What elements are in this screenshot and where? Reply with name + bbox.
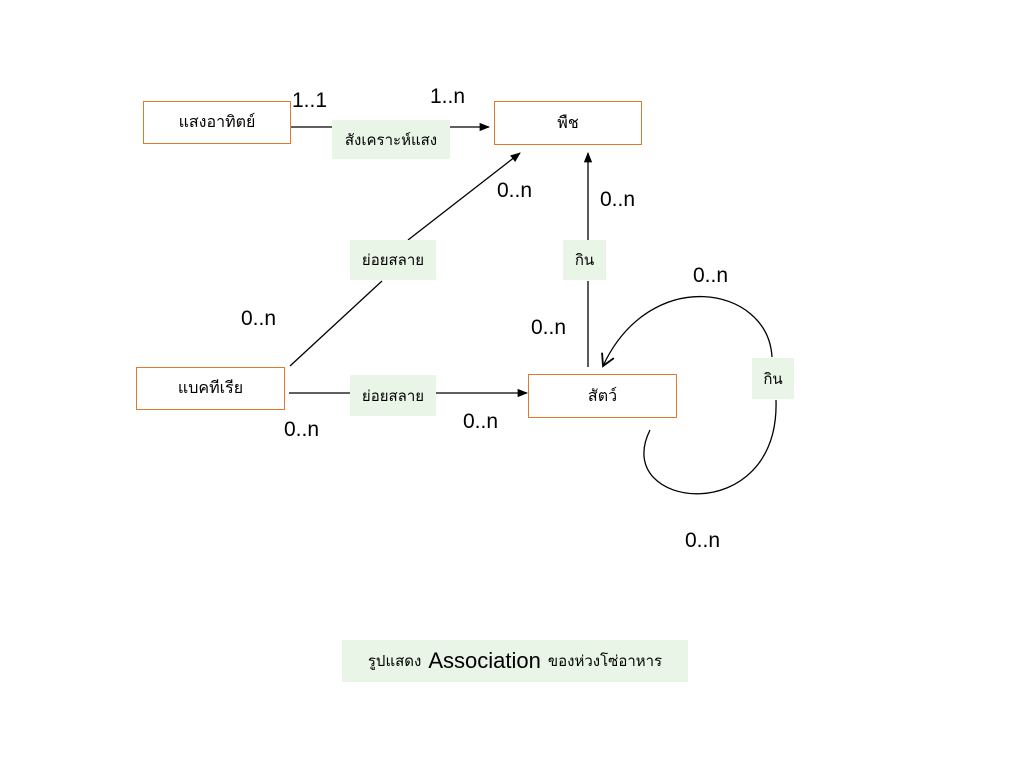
caption-term: Association <box>428 648 541 673</box>
mult-bacteria-to-plant: 0..n <box>241 307 277 330</box>
entity-animal: สัตว์ <box>528 374 677 418</box>
mult-animal-from-bacteria: 0..n <box>463 410 499 433</box>
mult-animal-self-bottom: 0..n <box>685 529 721 552</box>
mult-plant-from-animal: 0..n <box>600 188 636 211</box>
mult-plant-from-sun: 1..n <box>430 85 466 108</box>
mult-plant-from-bacteria: 0..n <box>497 179 533 202</box>
arrow-decompose-to-plant <box>407 152 521 241</box>
mult-animal-to-plant: 0..n <box>531 316 567 339</box>
mult-sun-side: 1..1 <box>292 89 328 112</box>
mult-bacteria-to-animal: 0..n <box>284 418 320 441</box>
relation-decompose-animal: ย่อยสลาย <box>350 375 436 416</box>
relation-eat-self: กิน <box>752 358 794 399</box>
relation-decompose-plant: ย่อยสลาย <box>350 240 436 280</box>
mult-animal-self-top: 0..n <box>693 264 729 287</box>
entity-sun: แสงอาทิตย์ <box>143 101 291 144</box>
entity-bacteria: แบคทีเรีย <box>136 367 285 410</box>
line-bacteria-to-decompose <box>289 280 383 367</box>
entity-plant: พืช <box>494 101 642 145</box>
relation-photosynthesis: สังเคราะห์แสง <box>332 120 450 159</box>
caption-suffix: ของห่วงโซ่อาหาร <box>547 652 663 670</box>
self-loop-lower-arc <box>643 399 777 495</box>
figure-caption: รูปแสดง Association ของห่วงโซ่อาหาร <box>342 640 688 682</box>
self-loop-upper-arc <box>601 295 773 368</box>
relation-eat-plant: กิน <box>563 240 606 280</box>
caption-prefix: รูปแสดง <box>367 652 422 670</box>
